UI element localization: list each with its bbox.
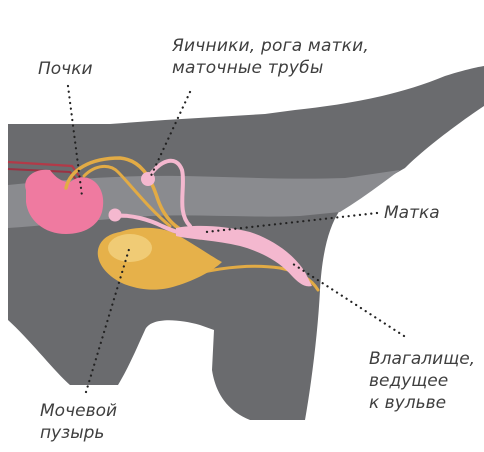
label-bladder: Мочевой пузырь — [40, 400, 117, 444]
label-ovaries-line-2: маточные трубы — [172, 57, 369, 79]
label-uterus-line-1: Матка — [384, 202, 440, 224]
label-vagina-line-1: Влагалище, — [369, 348, 475, 370]
label-ovaries-line-1: Яичники, рога матки, — [172, 35, 369, 57]
label-bladder-line-2: пузырь — [40, 422, 117, 444]
label-ovaries: Яичники, рога матки, маточные трубы — [172, 35, 369, 79]
label-uterus: Матка — [384, 202, 440, 224]
label-kidneys-line-1: Почки — [38, 58, 93, 80]
label-vagina: Влагалище, ведущее к вульве — [369, 348, 475, 414]
bladder-highlight — [108, 234, 152, 262]
ovary-upper — [141, 172, 155, 186]
label-kidneys: Почки — [38, 58, 93, 80]
ovary-lower — [109, 209, 122, 222]
label-vagina-line-2: ведущее — [369, 370, 475, 392]
label-vagina-line-3: к вульве — [369, 392, 475, 414]
label-bladder-line-1: Мочевой — [40, 400, 117, 422]
